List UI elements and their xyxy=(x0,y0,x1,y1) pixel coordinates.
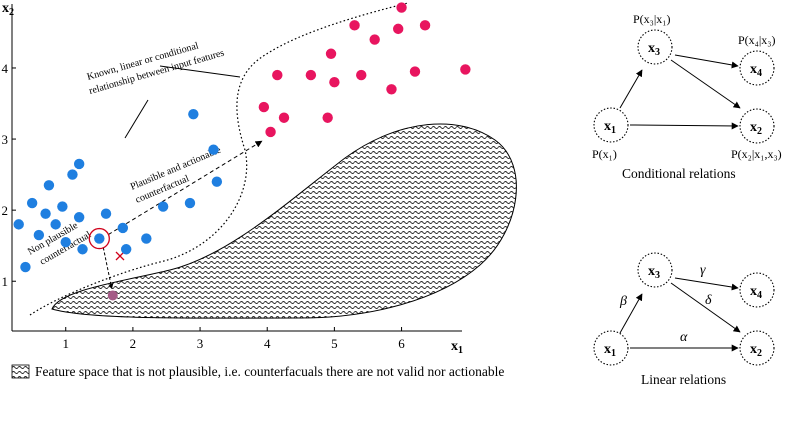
edge-beta-label: β xyxy=(619,294,627,309)
pink-point xyxy=(386,84,397,95)
prob-x2: P(x₂|x₁,x₃) xyxy=(731,147,782,161)
pink-point xyxy=(258,101,270,113)
lin-node-x2: x2 xyxy=(739,330,775,366)
original-point-ring xyxy=(88,227,110,250)
linear-relations-graph: x3 x4 x1 x2 β γ δ α Linear relations xyxy=(593,252,775,387)
non-plausible-region xyxy=(51,123,517,319)
blue-point xyxy=(157,201,169,212)
pink-point xyxy=(325,48,337,59)
svg-text:x1: x1 xyxy=(604,119,616,136)
x-axis-title: x1 xyxy=(451,339,463,356)
pink-point xyxy=(392,23,404,35)
cond-node-x3: x3 xyxy=(637,29,673,65)
svg-text:x4: x4 xyxy=(750,62,762,79)
blue-point xyxy=(40,208,51,219)
linear-caption: Linear relations xyxy=(641,372,726,387)
x-tick-label: 3 xyxy=(197,336,204,351)
scatter-points xyxy=(13,2,471,301)
edge-alpha-label: α xyxy=(680,330,688,345)
blue-point xyxy=(141,233,152,244)
pink-point xyxy=(265,126,276,138)
svg-text:x2: x2 xyxy=(750,120,762,137)
pink-point xyxy=(305,69,317,81)
relationship-annotation: Known, linear or conditional relationshi… xyxy=(86,40,241,139)
y-tick-label: 1 xyxy=(2,274,9,289)
x-tick-label: 5 xyxy=(331,336,338,351)
prob-x1: P(x₁) xyxy=(592,147,617,161)
legend-text: Feature space that is not plausible, i.e… xyxy=(35,364,504,379)
legend-swatch xyxy=(11,364,30,379)
pink-point xyxy=(419,20,431,31)
pink-point xyxy=(409,66,421,77)
blue-point xyxy=(33,229,45,241)
blue-point xyxy=(100,208,112,219)
x-axis-ticks: 1 2 3 4 5 6 xyxy=(62,327,405,351)
blue-point xyxy=(26,197,38,209)
x-tick-label: 6 xyxy=(398,336,405,351)
pink-point xyxy=(396,2,407,13)
svg-text:x1: x1 xyxy=(604,342,616,359)
pink-point xyxy=(329,76,340,88)
blue-point xyxy=(211,176,223,187)
blue-point xyxy=(77,244,88,255)
x-tick-label: 1 xyxy=(62,336,69,351)
blue-point xyxy=(208,144,219,155)
blue-point xyxy=(57,201,68,212)
svg-text:x2: x2 xyxy=(750,342,762,359)
conditional-relations-graph: x3 x4 x1 x2 P(x₃|x₁) P(x₄|x₃) P(x₁) P(x₂… xyxy=(592,12,782,181)
pink-point xyxy=(349,20,360,31)
lin-node-x4: x4 xyxy=(739,272,775,308)
cond-node-x1: x1 xyxy=(593,107,629,143)
cond-node-x4: x4 xyxy=(739,50,775,86)
svg-text:x4: x4 xyxy=(750,284,762,301)
edge-gamma-label: γ xyxy=(700,263,706,278)
pink-point xyxy=(272,69,283,81)
blue-point xyxy=(67,169,78,180)
y-tick-label: 4 xyxy=(2,61,9,76)
y-tick-label: 3 xyxy=(2,132,9,147)
pink-point xyxy=(369,34,380,45)
invalid-cross-icon xyxy=(115,251,125,261)
svg-text:x3: x3 xyxy=(648,41,660,58)
pink-point xyxy=(322,112,333,123)
blue-point xyxy=(73,158,85,170)
blue-point xyxy=(60,236,71,248)
blue-point xyxy=(73,212,85,223)
blue-point xyxy=(184,197,196,209)
x-tick-label: 4 xyxy=(264,336,271,351)
x-tick-label: 2 xyxy=(130,336,137,351)
original-point xyxy=(94,233,105,244)
lin-node-x1: x1 xyxy=(593,330,629,366)
blue-point xyxy=(50,219,61,230)
blue-point xyxy=(43,180,55,191)
legend: Feature space that is not plausible, i.e… xyxy=(11,364,504,379)
pink-point xyxy=(460,64,471,75)
lin-node-x3: x3 xyxy=(637,252,673,288)
pink-point xyxy=(278,112,290,123)
y-axis-title: x2 xyxy=(2,1,14,18)
conditional-caption: Conditional relations xyxy=(622,166,736,181)
plausible-counterfactual-arrow xyxy=(108,140,263,236)
blue-point xyxy=(188,108,199,120)
edge-delta-label: δ xyxy=(705,293,712,308)
blue-point xyxy=(13,219,24,230)
y-tick-label: 2 xyxy=(2,203,9,218)
blue-point xyxy=(20,261,31,273)
cond-node-x2: x2 xyxy=(739,108,775,144)
scatter-chart: 1 2 3 4 5 6 1 2 3 4 x1 x2 Known, linear or condi… xyxy=(2,1,517,356)
non-plausible-point xyxy=(107,290,118,301)
non-plausible-arrow xyxy=(102,247,114,289)
prob-x4: P(x₄|x₃) xyxy=(738,33,775,47)
decision-boundary xyxy=(29,2,409,316)
prob-x3: P(x₃|x₁) xyxy=(633,12,670,26)
blue-point xyxy=(120,244,132,255)
pink-point xyxy=(356,69,367,81)
y-axis-ticks: 1 2 3 4 xyxy=(2,61,16,289)
blue-point xyxy=(117,222,129,234)
svg-text:x3: x3 xyxy=(648,264,660,281)
